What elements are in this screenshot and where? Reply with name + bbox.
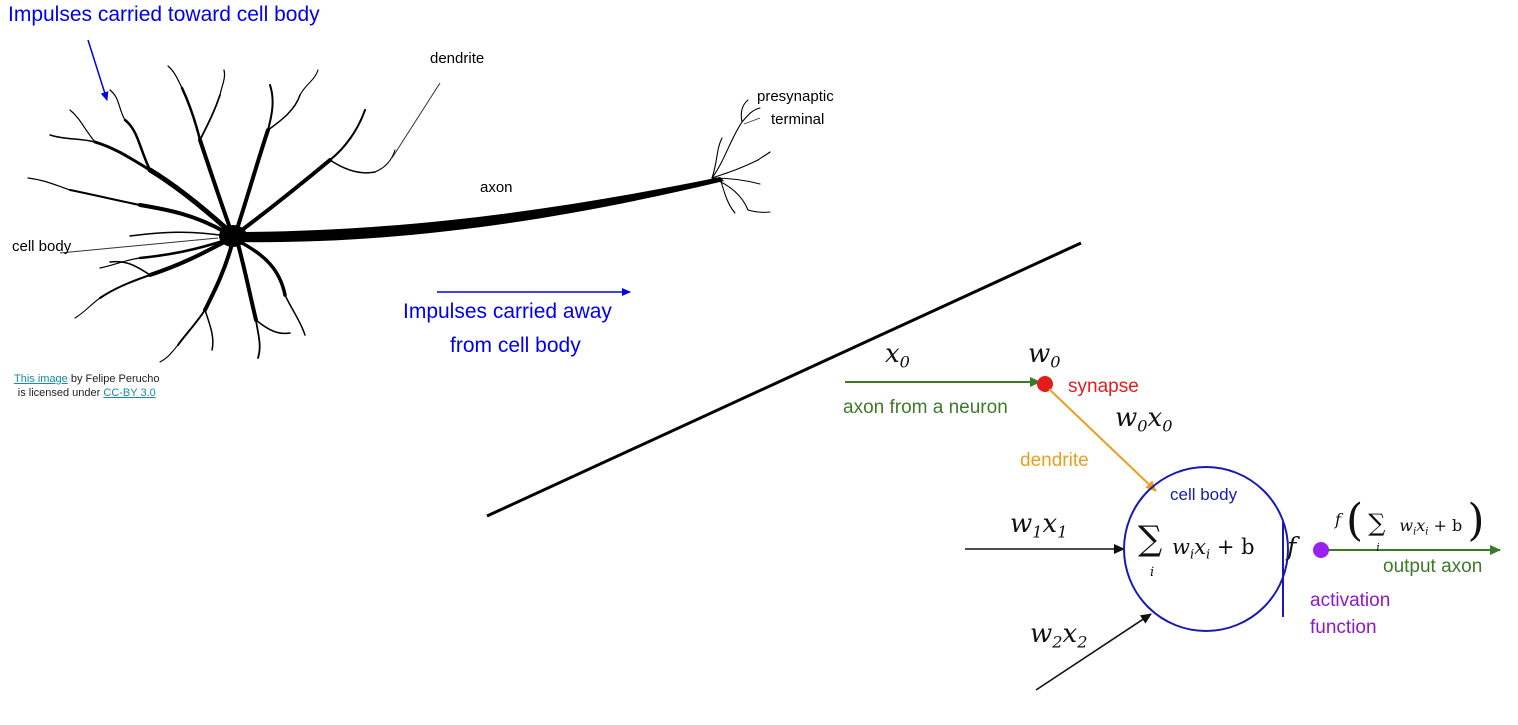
cell-body-pointer <box>59 237 219 254</box>
synapse-dot <box>1037 376 1053 392</box>
separator-line <box>486 241 1082 518</box>
credit-license-link[interactable]: CC-BY 3.0 <box>103 386 156 399</box>
w2x2-label: w2x2 <box>1030 619 1088 652</box>
label-toward-cell-body: Impulses carried toward cell body <box>8 3 320 26</box>
cell-body-model-label: cell body <box>1170 485 1238 504</box>
dendrite-arrow <box>1048 388 1157 492</box>
sum-body: wixi + b <box>1172 535 1255 563</box>
synapse-label: synapse <box>1068 376 1139 397</box>
label-cell-body: cell body <box>12 238 72 255</box>
activation-dot <box>1313 542 1329 558</box>
label-away-line1: Impulses carried away <box>403 300 612 323</box>
w2x2-arrow <box>1035 613 1152 691</box>
axon-from-neuron-label: axon from a neuron <box>843 397 1008 418</box>
cell-body-circle <box>1123 466 1289 632</box>
activation-f: f <box>1287 532 1297 561</box>
output-axon-label: output axon <box>1383 556 1483 577</box>
dendrite-model-label: dendrite <box>1020 450 1089 471</box>
sum-symbol: ∑ <box>1138 519 1163 559</box>
dendrite-pointer <box>391 82 441 159</box>
credit-image-link[interactable]: This image <box>14 373 68 385</box>
w0-label: w0 <box>1028 339 1061 372</box>
activation-label-line2: function <box>1310 617 1377 638</box>
credit-author: by Felipe Perucho <box>67 373 160 385</box>
toward-arrow <box>87 39 109 101</box>
output-formula: f ( ∑ i wixi + b ) <box>1335 495 1485 554</box>
axon-shape <box>228 177 724 243</box>
presynaptic-pointer <box>743 117 761 125</box>
label-axon: axon <box>480 179 513 196</box>
activation-label-line1: activation <box>1310 590 1391 611</box>
w0x0-label: w0x0 <box>1115 403 1173 436</box>
label-terminal: terminal <box>771 111 825 128</box>
credit-licensed: is licensed under <box>17 386 104 399</box>
sum-index: i <box>1150 565 1155 580</box>
w1x1-label: w1x1 <box>1010 509 1068 542</box>
x0-label: x0 <box>885 339 910 372</box>
label-away-line2: from cell body <box>450 334 581 357</box>
label-presynaptic: presynaptic <box>757 88 834 105</box>
image-credit: This image by Felipe Perucho is licensed… <box>14 373 160 401</box>
label-dendrite: dendrite <box>430 50 485 67</box>
